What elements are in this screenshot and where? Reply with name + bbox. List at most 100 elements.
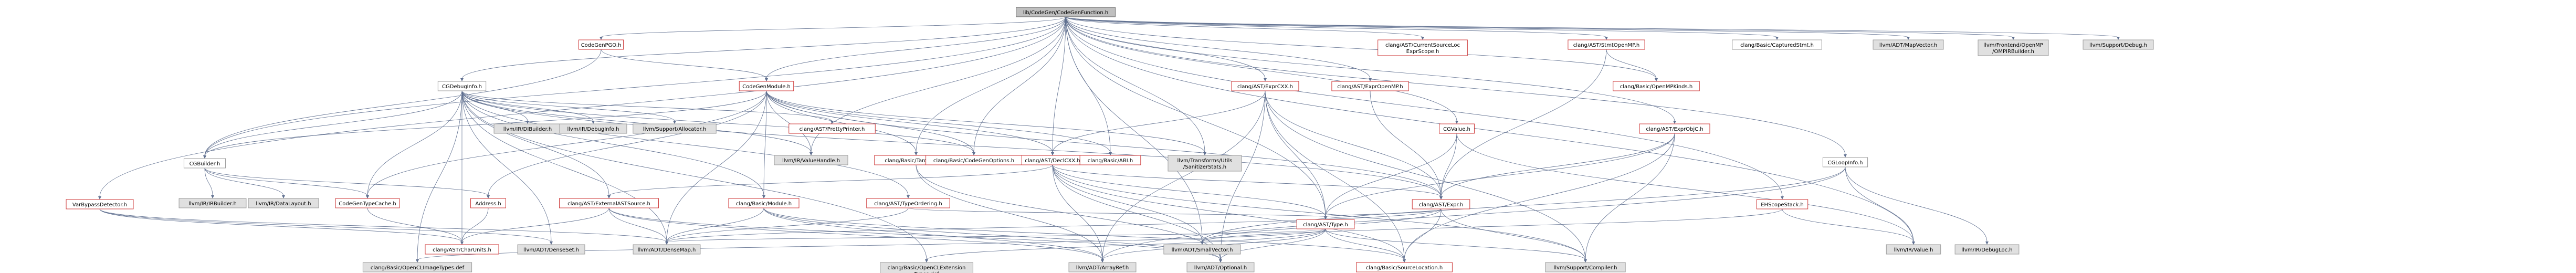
graph-node-datalayout[interactable]: llvm/IR/DataLayout.h [248,198,319,208]
graph-node-declcxx[interactable]: clang/AST/DeclCXX.h [1018,155,1087,165]
graph-node-compiler[interactable]: llvm/Support/Compiler.h [1545,262,1626,272]
node-label: clang/AST/ExternalASTSource.h [567,201,650,207]
graph-node-stmtopenmp[interactable]: clang/AST/StmtOpenMP.h [1568,39,1645,50]
edge-cgbuilder-to-codegentypecache [204,167,368,196]
edge-cgloopinfo-to-irvalue [1845,166,1914,243]
node-label: clang/Basic/ABI.h [1088,158,1133,164]
edge-exprcxx-to-type [1265,90,1326,217]
edge-arrowhead [1219,259,1222,262]
edge-declcxx-to-expr [1052,164,1442,197]
graph-node-type[interactable]: clang/AST/Type.h [1296,219,1355,229]
edge-exprcxx-to-declcxx [1052,90,1266,153]
graph-node-root[interactable]: lib/CodeGen/CodeGenFunction.h [1016,7,1116,17]
node-box [1168,155,1242,172]
graph-node-debuginfo[interactable]: llvm/IR/DebugInfo.h [559,123,627,134]
graph-node-dibuilder[interactable]: llvm/IR/DIBuilder.h [493,123,562,134]
edge-cgbuilder-to-irbuilder [204,167,213,196]
graph-node-ehscopestack[interactable]: EHScopeStack.h [1756,199,1809,209]
node-label: clang/AST/Type.h [1303,222,1348,228]
edge-address-to-charunits [461,207,489,243]
graph-node-codegenmodule[interactable]: CodeGenModule.h [739,81,794,91]
graph-node-openmpkinds[interactable]: clang/Basic/OpenMPKinds.h [1613,81,1700,91]
graph-node-opencltypes[interactable]: clang/Basic/OpenCLImageTypes.def [362,262,472,272]
graph-node-expr[interactable]: clang/AST/Expr.h [1412,199,1470,209]
edge-ehscopestack-to-smallvector [1202,208,1783,243]
edge-arrowhead [925,259,928,262]
graph-node-densemap[interactable]: llvm/ADT/DenseMap.h [633,244,701,255]
edge-exprompenmp-to-expr [1370,90,1442,197]
graph-node-typeordering[interactable]: clang/AST/TypeOrdering.h [866,198,950,208]
node-box [1186,262,1255,272]
edge-arrowhead [1655,78,1658,81]
graph-node-address[interactable]: Address.h [470,198,506,208]
node-box [1439,123,1475,134]
graph-node-sourcelocation[interactable]: clang/Basic/SourceLocation.h [1356,262,1453,272]
node-label: clang/AST/CurrentSourceLoc [1385,43,1460,48]
edge-cgvalue-to-irvalue [1456,133,1914,243]
graph-node-cgbuilder[interactable]: CGBuilder.h [183,158,226,169]
graph-node-exprcxx[interactable]: clang/AST/ExprCXX.h [1231,81,1299,91]
node-label: llvm/ADT/DenseSet.h [523,247,579,253]
graph-node-cgloopinfo[interactable]: CGLoopInfo.h [1822,157,1868,167]
edge-cgbuilder-to-address [204,167,489,196]
edge-arrowhead [550,242,553,245]
edge-root-to-ehscopestack [1065,16,1783,197]
graph-node-cgdebuginfo[interactable]: CGDebugInfo.h [437,81,487,91]
edge-arrowhead [1101,259,1104,262]
edge-arrowhead [1455,121,1458,124]
graph-node-exprompenmp[interactable]: clang/AST/ExprOpenMP.h [1331,81,1409,91]
edge-typeordering-to-type [908,207,1326,217]
node-label: /OMPIRBuilder.h [1992,49,2034,55]
graph-node-debugloc[interactable]: llvm/IR/DebugLoc.h [1954,244,2020,255]
edge-type-to-densemap [666,228,1326,243]
graph-node-externalastsource[interactable]: clang/AST/ExternalASTSource.h [559,198,659,208]
graph-node-basicmodule[interactable]: clang/Basic/Module.h [728,198,800,208]
edge-exprcxx-to-compiler [1265,90,1586,260]
graph-node-codegentypecache[interactable]: CodeGenTypeCache.h [335,198,400,208]
graph-node-optional[interactable]: llvm/ADT/Optional.h [1186,262,1255,272]
graph-node-varbypass[interactable]: VarBypassDetector.h [66,199,134,209]
node-label: llvm/Transforms/Utils [1177,158,1233,164]
edge-cgvalue-to-expr [1441,133,1457,197]
edge-arrowhead [907,195,910,198]
edge-arrowhead [460,78,464,81]
node-box [1378,39,1468,56]
edge-arrowhead [914,152,918,155]
edge-arrowhead [1439,196,1443,200]
graph-node-capturedstmt[interactable]: clang/Basic/CapturedStmt.h [1732,39,1822,50]
graph-node-charunits[interactable]: clang/AST/CharUnits.h [425,244,499,255]
graph-node-ompirbuilder[interactable]: llvm/Frontend/OpenMP/OMPIRBuilder.h [1978,39,2049,56]
node-box [335,198,400,208]
node-label: VarBypassDetector.h [72,202,127,208]
graph-node-cgvalue[interactable]: CGValue.h [1439,123,1475,134]
edge-arrowhead [665,242,668,245]
graph-node-valuehandle[interactable]: llvm/IR/ValueHandle.h [774,155,848,165]
edge-externalastsource-to-densemap [608,207,667,243]
graph-node-supportdebug[interactable]: llvm/Support/Debug.h [2083,39,2154,50]
edge-root-to-smallvector [1065,16,1203,243]
node-box [1613,81,1700,91]
graph-node-abi[interactable]: clang/Basic/ABI.h [1079,155,1141,165]
node-box [1079,155,1141,165]
edge-arrowhead [1584,259,1587,262]
graph-node-irbuilder[interactable]: llvm/IR/IRBuilder.h [178,198,247,208]
edge-arrowhead [203,155,206,159]
graph-node-allocator[interactable]: llvm/Support/Allocator.h [633,123,717,134]
graph-node-exprobjc[interactable]: clang/AST/ExprObjC.h [1639,123,1710,134]
node-label: llvm/IR/DebugLoc.h [1961,247,2012,253]
edge-root-to-type [1065,16,1326,217]
graph-node-arrayref[interactable]: llvm/ADT/ArrayRef.h [1068,262,1137,272]
graph-node-openclext[interactable]: clang/Basic/OpenCLExtensionTypes.def [880,262,973,273]
graph-node-codegenpgo[interactable]: CodeGenPGO.h [578,39,624,50]
graph-node-mapvector[interactable]: llvm/ADT/MapVector.h [1873,39,1944,50]
graph-node-prettyprinter[interactable]: clang/AST/PrettyPrinter.h [788,123,876,134]
graph-node-codegenoptions[interactable]: clang/Basic/CodeGenOptions.h [926,155,1022,165]
graph-node-irvalue[interactable]: llvm/IR/Value.h [1886,244,1941,255]
graph-node-denseset[interactable]: llvm/ADT/DenseSet.h [517,244,585,255]
graph-node-smallvector[interactable]: llvm/ADT/SmallVector.h [1163,244,1241,255]
node-box [425,244,499,255]
graph-node-sanstats[interactable]: llvm/Transforms/Utils/SanitizerStats.h [1168,155,1242,172]
edge-declcxx-to-sourcelocation [1052,164,1405,260]
edge-arrowhead [1605,37,1608,40]
